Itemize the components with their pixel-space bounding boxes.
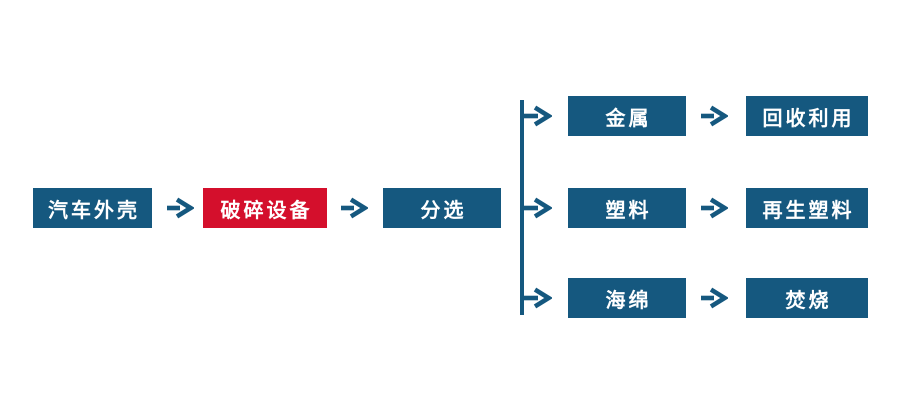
node-sponge-label: 海绵: [605, 289, 652, 312]
node-metal: 金属: [568, 96, 686, 136]
node-plastic: 塑料: [568, 188, 686, 228]
node-car-shell-label: 汽车外壳: [48, 199, 140, 222]
node-car-shell: 汽车外壳: [33, 188, 152, 228]
right-arrow-icon: [701, 287, 728, 309]
node-sorting: 分选: [383, 188, 501, 228]
node-incineration: 焚烧: [746, 278, 868, 318]
node-recycled-plastic: 再生塑料: [746, 188, 868, 228]
right-arrow-icon: [524, 105, 552, 127]
right-arrow-icon: [701, 105, 728, 127]
node-metal-label: 金属: [605, 107, 652, 130]
right-arrow-icon: [701, 197, 728, 219]
right-arrow-icon: [167, 197, 194, 219]
node-recycling-reuse: 回收利用: [746, 96, 868, 136]
node-crushing-equipment: 破碎设备: [203, 188, 327, 228]
right-arrow-icon: [524, 287, 552, 309]
node-incineration-label: 焚烧: [785, 289, 832, 312]
node-recycled-plastic-label: 再生塑料: [762, 199, 855, 222]
node-plastic-label: 塑料: [605, 199, 652, 222]
branch-connector-line: [520, 100, 524, 315]
node-sponge: 海绵: [568, 278, 686, 318]
node-recycling-reuse-label: 回收利用: [762, 107, 855, 130]
node-crushing-equipment-label: 破碎设备: [220, 199, 313, 222]
right-arrow-icon: [341, 197, 368, 219]
node-sorting-label: 分选: [420, 199, 467, 222]
right-arrow-icon: [524, 197, 552, 219]
